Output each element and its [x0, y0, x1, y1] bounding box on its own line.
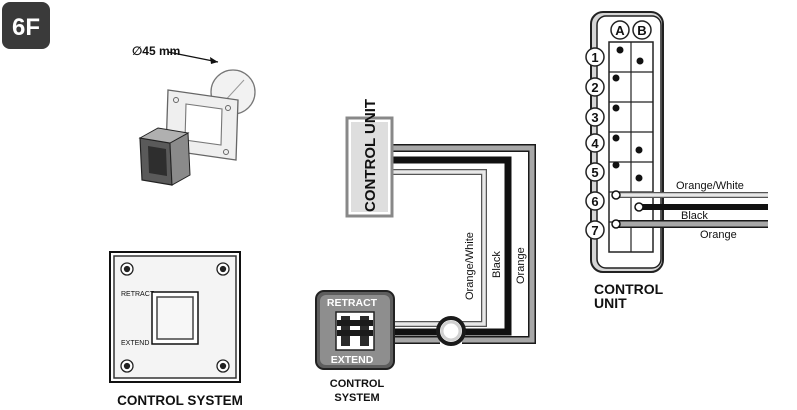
diameter-label: ∅45 mm — [132, 44, 180, 58]
step-badge-label: 6F — [12, 14, 40, 41]
panel-retract-label: RETRACT — [121, 291, 155, 298]
switch-caption-line2: SYSTEM — [334, 392, 379, 404]
terminal-caption-line2: UNIT — [594, 295, 627, 311]
wire-bundle — [374, 144, 536, 346]
control-system-caption: CONTROL SYSTEM — [117, 393, 243, 408]
row-label-6: 6 — [591, 194, 598, 209]
row-label-2: 2 — [591, 80, 598, 95]
row-label-7: 7 — [591, 223, 598, 238]
switch-extend-label: EXTEND — [331, 354, 374, 366]
row-label-3: 3 — [591, 110, 598, 125]
switch-box: RETRACT EXTEND — [315, 290, 395, 370]
row-label-5: 5 — [591, 165, 598, 180]
terminal-caption-line1: CONTROL — [594, 281, 664, 297]
wire-label-black: Black — [491, 251, 503, 278]
row-label-1: 1 — [591, 50, 598, 65]
wire-label-orange-white: Orange/White — [464, 232, 476, 300]
control-unit-box-label: CONTROL UNIT — [362, 99, 379, 212]
column-label-b: B — [637, 23, 646, 38]
column-label-a: A — [615, 23, 625, 38]
terminal-block: A B 1 2 3 4 5 6 7 — [585, 11, 664, 273]
terminal-wire-label-black: Black — [681, 210, 708, 222]
row-label-4: 4 — [591, 136, 599, 151]
mounting-illustration: ∅45 mm — [132, 44, 256, 186]
control-unit-box: CONTROL UNIT — [345, 99, 394, 218]
wire-label-orange: Orange — [515, 247, 527, 284]
terminal-wires — [611, 190, 768, 229]
step-badge: 6F — [2, 2, 50, 49]
switch-caption-line1: CONTROL — [330, 378, 385, 390]
switch-retract-label: RETRACT — [327, 297, 378, 309]
control-panel: RETRACT EXTEND — [109, 251, 241, 383]
terminal-wire-label-orange: Orange — [700, 229, 737, 241]
panel-extend-label: EXTEND — [121, 340, 149, 347]
terminal-wire-label-orange-white: Orange/White — [676, 180, 744, 192]
